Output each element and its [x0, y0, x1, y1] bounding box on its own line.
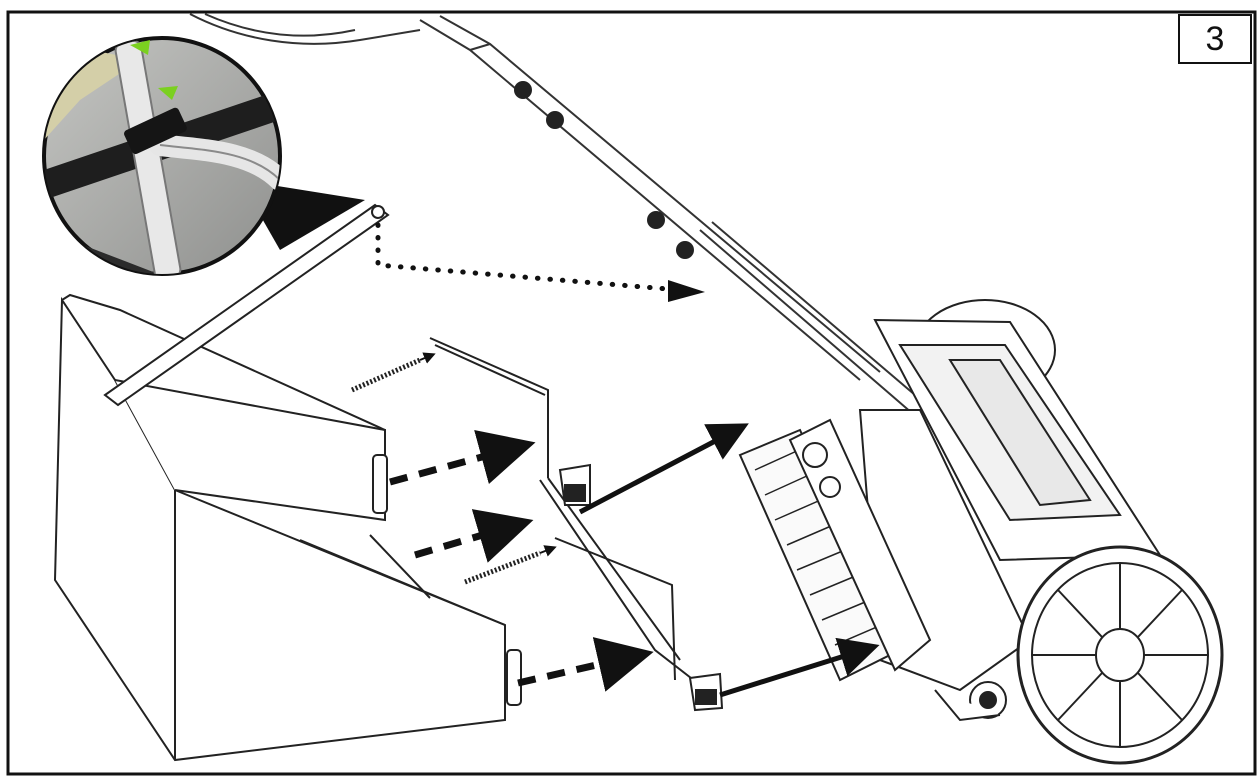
handle-knob-icon [514, 81, 694, 259]
screw-arrow-icon [419, 352, 557, 557]
step-number-badge: 3 [1178, 14, 1252, 64]
solid-arrow [578, 423, 880, 698]
dotted-arrow-head [668, 280, 705, 302]
frame-wire-lower [539, 479, 701, 686]
reel-mower [738, 299, 1224, 765]
frame-clip [558, 463, 724, 712]
photo-inset-handle-hook [42, 36, 365, 276]
grass-catcher-bag [53, 293, 522, 762]
grass-catcher-frame [103, 203, 390, 407]
screw-icon [350, 357, 541, 585]
frame-wire-upper [429, 337, 681, 661]
mower-handle [189, 13, 936, 421]
step-number: 3 [1205, 19, 1225, 58]
diagram-border [6, 10, 1257, 776]
dotted-arrow [375, 222, 683, 293]
dashed-arrow [389, 430, 654, 692]
